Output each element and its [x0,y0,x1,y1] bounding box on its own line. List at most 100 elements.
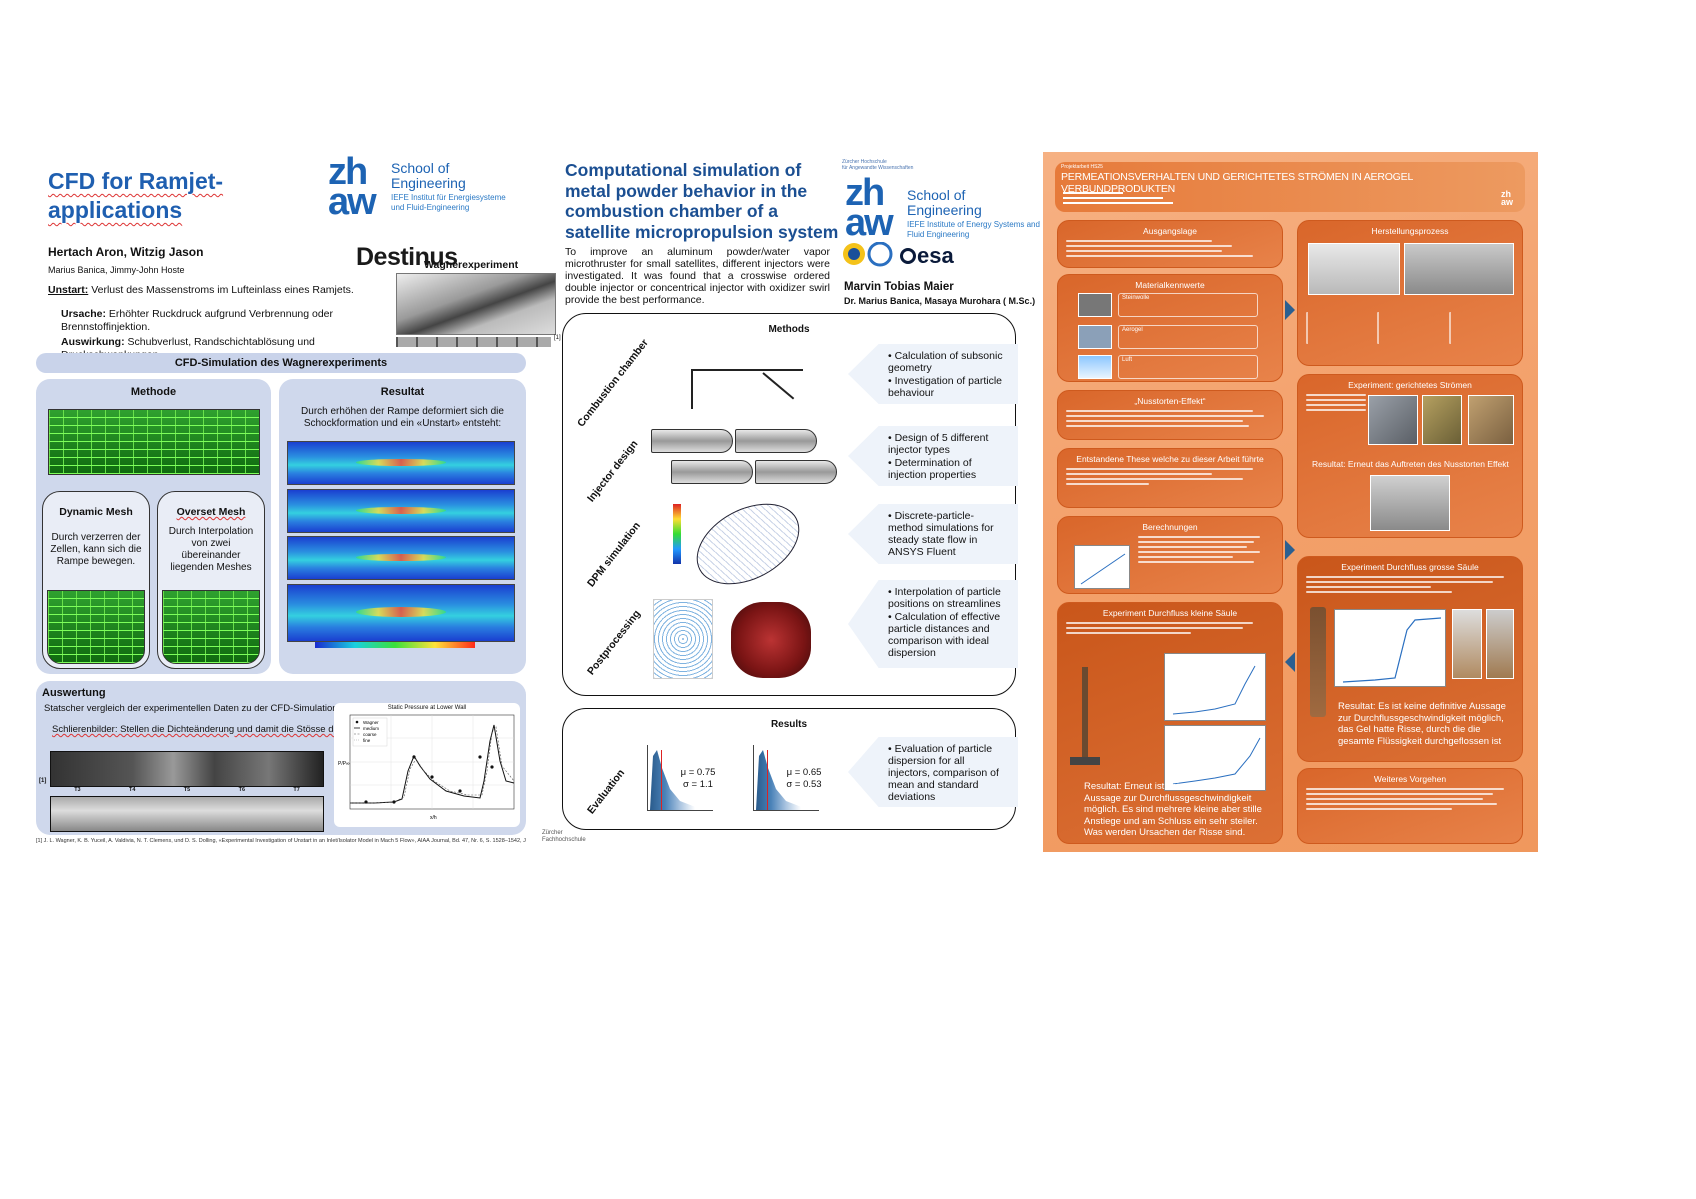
grosse-saeule-apparatus [1310,607,1326,717]
steinwolle-photo [1078,293,1112,317]
injector-image [651,429,733,453]
logo-school: School of Engineering [391,160,466,191]
logo-zh: zh [328,151,368,193]
aerogel-photo [1078,325,1112,349]
wagner-ref: [1] [554,335,561,341]
cfd-frame-3 [287,536,515,580]
grosse-saeule-box: Experiment Durchfluss grosse Säule Resul… [1297,556,1523,762]
flow-arrow-icon [1285,300,1295,320]
wagner-title: Wagnerexperiment [424,259,519,271]
bullet: Investigation of particle behaviour [888,375,1008,399]
plot-line-medium [350,724,515,804]
gerichtet-result-photo [1370,475,1450,531]
these-title: Entstandene These welche zu dieser Arbei… [1076,454,1264,464]
gerichtet-cube-3 [1468,395,1514,445]
schlieren-time-labels: T3 T4 T5 T6 T7 [50,787,324,795]
dynamic-mesh-panel: Dynamic Mesh Durch verzerren der Zellen,… [42,491,150,669]
poster2-small-header: Zürcher Hochschule für Angewandte Wissen… [842,159,913,171]
stage-label-postprocessing: Postprocessing [585,607,643,678]
stage-bullets-evaluation: Evaluation of particle dispersion for al… [848,737,1018,807]
esa-text: esa [917,243,954,268]
materialkennwerte-box: Materialkennwerte Steinwolle Aerogel Luf… [1057,274,1283,382]
kleine-saeule-title: Experiment Durchfluss kleine Säule [1102,608,1238,618]
overset-mesh-text: Durch Interpolation von zwei übereinande… [168,526,254,573]
berechnungen-title: Berechnungen [1142,522,1198,532]
logo-aw: aw [845,202,894,244]
results-box: Results Evaluation μ = 0.75 σ = 1.1 μ = … [562,708,1018,830]
resultat-text: Durch erhöhen der Rampe deformiert sich … [301,406,504,429]
plot-ylabel: P/P∞ [338,761,350,767]
bullet: Discrete-particle-method simulations for… [888,510,1008,558]
methode-title: Methode [130,386,177,398]
ursache-label: Ursache: [61,308,106,320]
small-header-line: für Angewandte Wissenschaften [842,165,914,171]
bullet: Interpolation of particle positions on s… [888,586,1008,610]
material-title: Materialkennwerte [1135,280,1205,290]
logo-institute: IEFE Institute of Energy Systems and Flu… [907,220,1040,239]
ausgangslage-title: Ausgangslage [1143,226,1197,236]
herstellung-photo-1 [1308,243,1400,295]
t-label: T3 [74,787,81,793]
poster-micropropulsion: Computational simulation of metal powder… [542,155,1040,925]
plot-xlabel: x/h [430,815,437,821]
zhaw-logo: zh aw School of Engineering IEFE Institu… [845,172,1040,244]
grosse-saeule-photo-2 [1486,609,1514,679]
agency-logo [867,242,893,267]
kleine-saeule-resultat: Resultat: Erneut ist keine definitive Au… [1084,781,1262,838]
poster2-supervisors: Dr. Marius Banica, Masaya Murohara ( M.S… [844,296,1036,306]
bullet: Evaluation of particle dispersion for al… [888,743,1008,803]
overset-mesh-title: Overset Mesh [176,506,246,518]
plot-points-wagner [364,755,494,804]
flow-arrow-icon [1285,652,1295,672]
injector-image [671,460,753,484]
stage-bullets-postprocessing: Interpolation of particle positions on s… [848,580,1018,668]
dpm-simulation-image [683,487,813,601]
methode-panel: Methode Dynamic Mesh Durch verzerren der… [36,379,271,674]
luft-card: Luft [1118,355,1258,379]
partner-logos [843,242,893,267]
kleine-saeule-chart-1 [1164,653,1266,721]
plot-legend-box [352,717,388,747]
legend-medium: medium [363,726,379,731]
stage-bullets-dpm: Discrete-particle-method simulations for… [848,504,1018,564]
weiteres-box: Weiteres Vorgehen [1297,768,1523,844]
hist2-sigma: σ = 0.53 [786,779,822,790]
kleine-saeule-chart-2 [1164,725,1266,791]
bullet: Determination of injection properties [888,457,1008,481]
small-header-line: Zürcher Hochschule [842,159,887,165]
poster-aerogel: Projektarbeit HS25 PERMEATIONSVERHALTEN … [1043,152,1538,852]
unstart-text: Verlust des Massenstroms im Lufteinlass … [91,284,354,296]
particle-scatter-image [653,599,713,679]
poster3-header: Projektarbeit HS25 PERMEATIONSVERHALTEN … [1055,162,1525,212]
poster2-title: Computational simulation of metal powder… [565,160,839,242]
logo-zh: zh [845,172,885,214]
plot-line-coarse [350,726,515,804]
stage-bullets-injector: Design of 5 different injector types Det… [848,426,1018,486]
legend-wagner: Wagner [363,720,379,725]
grosse-saeule-chart [1334,609,1446,687]
methods-box: Methods Combustion chamber Injector desi… [562,313,1018,696]
t-label: T5 [183,787,191,793]
legend-coarse: coarse [363,732,377,737]
gerichtet-resultat: Resultat: Erneut das Auftreten des Nusst… [1312,459,1509,469]
aerogel-card: Aerogel [1118,325,1258,349]
combustion-chamber-drawing [691,369,803,409]
poster3-project: Projektarbeit HS25 [1061,164,1103,170]
berechnungen-box: Berechnungen [1057,516,1283,594]
logo-aw: aw [328,181,377,223]
poster1-supervisors: Marius Banica, Jimmy-John Hoste [48,265,185,275]
legend-fine: fine [363,738,371,743]
cfd-frame-1 [287,441,515,485]
auswirkung-label: Auswirkung: [61,336,125,348]
poster1-reference: [1] J. L. Wagner, K. B. Yuceil, A. Valdi… [36,838,526,844]
grosse-saeule-resultat: Resultat: Es ist keine definitive Aussag… [1338,701,1506,747]
plot-title: Static Pressure at Lower Wall [387,705,467,711]
nusstorten-title: „Nusstorten-Effekt“ [1134,396,1206,406]
grosse-saeule-photo-1 [1452,609,1482,679]
kleine-saeule-box: Experiment Durchfluss kleine Säule Resul… [1057,602,1283,844]
methods-title: Methods [768,324,810,335]
stage-bullets-combustion: Calculation of subsonic geometry Investi… [848,344,1018,404]
poster3-meta-lines [1063,192,1173,204]
ursache-text: Erhöhter Ruckdruck aufgrund Verbrennung … [61,308,334,333]
dynamic-mesh-text: Durch verzerren der Zellen, kann sich di… [50,532,142,567]
